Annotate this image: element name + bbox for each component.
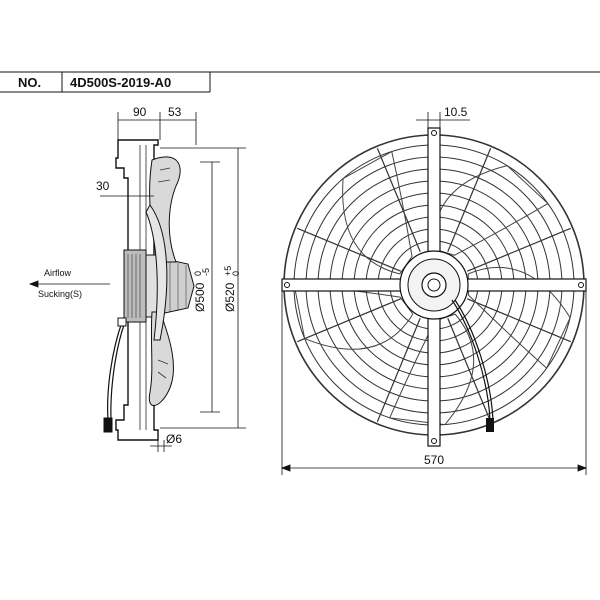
dim-mount-hole: Ø6	[166, 432, 182, 446]
fan-blade	[389, 313, 475, 426]
dim-53: 53	[168, 105, 182, 119]
guard-spoke	[467, 227, 571, 272]
side-motor	[123, 249, 147, 323]
dim-diameter-520-tol-lower: 0	[231, 271, 241, 276]
dim-90: 90	[133, 105, 147, 119]
guard-spoke	[447, 148, 492, 252]
side-blade-middle	[145, 204, 168, 341]
dim-overall-width: 570	[424, 453, 444, 467]
front-view	[281, 127, 587, 447]
dim-diameter-520-tol-upper: +5	[223, 266, 233, 276]
side-view	[103, 139, 195, 441]
side-cable	[107, 321, 123, 421]
title-block	[0, 71, 600, 93]
fan-blade	[342, 150, 413, 275]
airflow-label: Airflow	[44, 268, 72, 278]
dim-bracket-width: 10.5	[444, 105, 468, 119]
side-dimensions	[28, 112, 246, 452]
guard-spokes	[297, 148, 571, 422]
fan-blade	[433, 165, 549, 256]
guard-spoke	[297, 298, 401, 343]
dim-diameter-500-tol-upper: 0	[193, 271, 203, 276]
guard-spoke	[376, 148, 421, 252]
dim-diameter-520: Ø520	[223, 282, 237, 312]
front-cable	[451, 299, 491, 421]
sucking-label: Sucking(S)	[38, 289, 82, 299]
dim-30: 30	[96, 179, 110, 193]
guard-spoke	[467, 298, 571, 343]
guard-spoke	[376, 318, 421, 422]
dim-diameter-500: Ø500	[193, 282, 207, 312]
model-number: 4D500S-2019-A0	[70, 75, 171, 90]
fan-blade	[467, 266, 571, 369]
front-dimensions	[280, 112, 588, 475]
guard-spoke	[297, 227, 401, 272]
guard-spoke	[447, 318, 492, 422]
title-no-label: NO.	[18, 75, 41, 90]
fan-blade	[293, 283, 414, 350]
dim-diameter-500-tol-lower: -5	[201, 268, 211, 276]
